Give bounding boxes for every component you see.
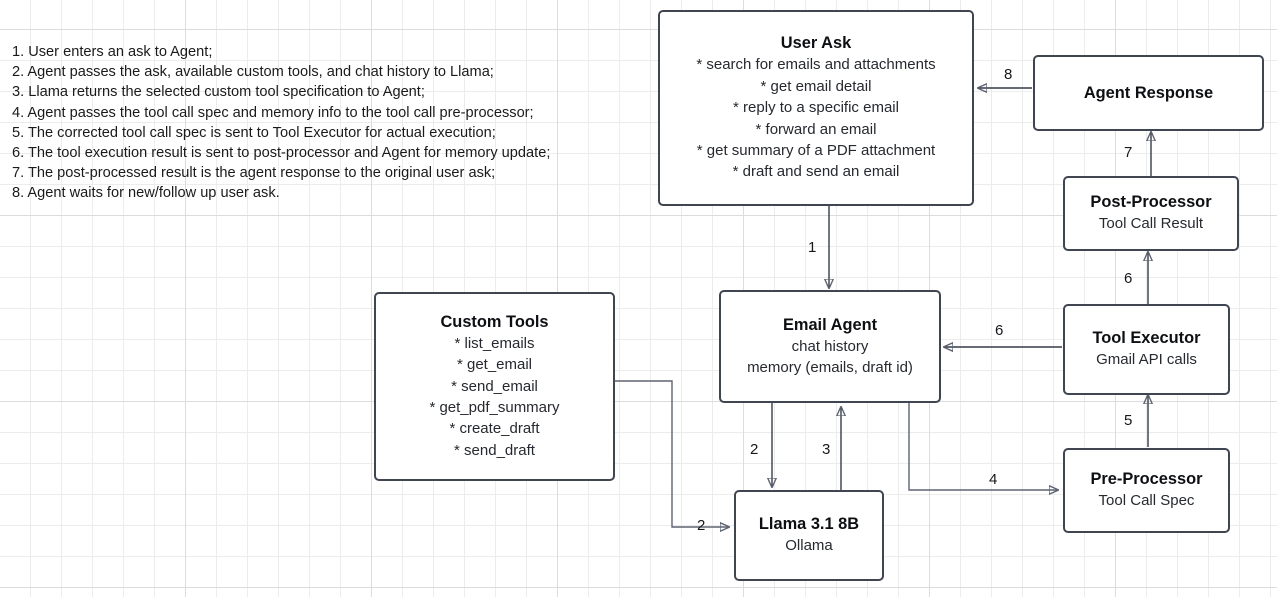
edge-label-7: 7: [1124, 144, 1133, 161]
edge-label-1: 1: [808, 239, 817, 256]
node-custom-tools[interactable]: Custom Tools * list_emails * get_email *…: [374, 292, 615, 481]
node-agent-response-title: Agent Response: [1083, 83, 1214, 102]
node-custom-tools-line-1: * list_emails: [454, 334, 535, 352]
node-custom-tools-line-3: * send_email: [451, 377, 538, 395]
legend-step-1: 1. User enters an ask to Agent;: [12, 44, 213, 60]
node-post-processor-subtitle: Tool Call Result: [1098, 215, 1204, 233]
edge-label-5: 5: [1124, 412, 1133, 429]
edge-email-agent-to-pre-processor: [908, 403, 1058, 490]
node-llama[interactable]: Llama 3.1 8B Ollama: [734, 490, 884, 581]
node-pre-processor-title: Pre-Processor: [1090, 470, 1203, 489]
node-user-ask-line-1: * search for emails and attachments: [696, 56, 936, 74]
edge-label-2-agent-llama: 2: [750, 441, 759, 458]
legend-step-4: 4. Agent passes the tool call spec and m…: [12, 104, 534, 121]
node-email-agent-title: Email Agent: [782, 315, 878, 334]
edge-custom-tools-to-llama: [614, 380, 729, 527]
legend-step-8: 8. Agent waits for new/follow up user as…: [12, 185, 280, 202]
node-post-processor[interactable]: Post-Processor Tool Call Result: [1063, 176, 1239, 251]
edge-label-4: 4: [989, 471, 998, 488]
legend-step-2: 2. Agent passes the ask, available custo…: [12, 64, 494, 81]
node-user-ask-title: User Ask: [780, 34, 852, 53]
node-tool-executor-subtitle: Gmail API calls: [1096, 351, 1197, 369]
edge-label-6-executor-post: 6: [1124, 270, 1133, 287]
node-tool-executor-title: Tool Executor: [1092, 329, 1201, 348]
node-tool-executor[interactable]: Tool Executor Gmail API calls: [1063, 304, 1230, 395]
node-user-ask-line-6: * draft and send an email: [732, 163, 900, 181]
node-post-processor-title: Post-Processor: [1090, 193, 1212, 212]
legend-step-5: 5. The corrected tool call spec is sent …: [12, 124, 496, 141]
legend-step-6: 6. The tool execution result is sent to …: [12, 145, 551, 162]
node-pre-processor[interactable]: Pre-Processor Tool Call Spec: [1063, 448, 1230, 533]
edge-label-8: 8: [1004, 66, 1013, 83]
legend-step-3: 3. Llama returns the selected custom too…: [12, 84, 425, 101]
node-email-agent[interactable]: Email Agent chat history memory (emails,…: [719, 290, 941, 403]
legend: 1. User enters an ask to Agent; 2. Agent…: [12, 42, 642, 204]
node-llama-subtitle: Ollama: [785, 537, 833, 555]
node-custom-tools-line-5: * create_draft: [449, 420, 540, 438]
edge-label-3: 3: [822, 441, 831, 458]
edge-label-2-tools-llama: 2: [697, 517, 706, 534]
node-custom-tools-line-6: * send_draft: [454, 441, 535, 459]
node-custom-tools-line-4: * get_pdf_summary: [429, 399, 560, 416]
edge-label-6-executor-agent: 6: [995, 322, 1004, 339]
node-email-agent-line-1: chat history: [791, 337, 869, 355]
node-user-ask[interactable]: User Ask * search for emails and attachm…: [658, 10, 974, 206]
node-user-ask-line-3: * reply to a specific email: [733, 99, 899, 117]
node-agent-response[interactable]: Agent Response: [1033, 55, 1264, 131]
node-user-ask-line-2: * get email detail: [760, 77, 872, 95]
node-user-ask-line-5: * get summary of a PDF attachment: [696, 141, 936, 159]
node-custom-tools-title: Custom Tools: [440, 312, 549, 331]
node-pre-processor-subtitle: Tool Call Spec: [1098, 492, 1195, 510]
node-email-agent-line-2: memory (emails, draft id): [747, 359, 913, 376]
legend-step-7: 7. The post-processed result is the agen…: [12, 165, 496, 182]
node-user-ask-line-4: * forward an email: [755, 120, 877, 138]
node-custom-tools-line-2: * get_email: [456, 356, 533, 374]
node-llama-title: Llama 3.1 8B: [758, 515, 860, 534]
